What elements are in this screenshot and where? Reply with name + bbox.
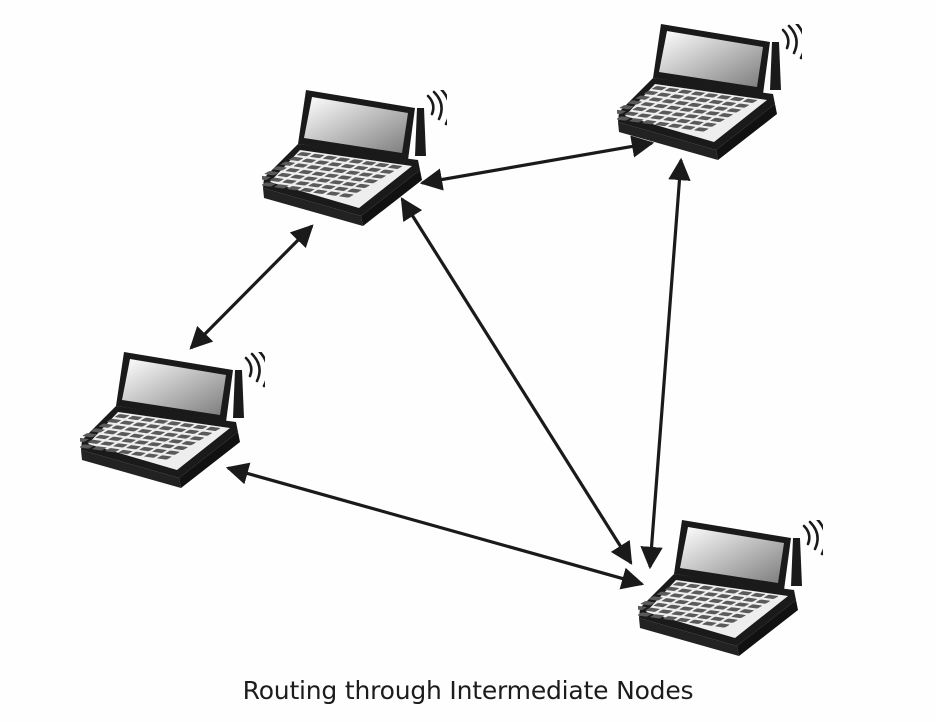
- links: [189, 135, 691, 590]
- diagram-caption: Routing through Intermediate Nodes: [242, 676, 694, 705]
- node-top-right: [617, 24, 802, 162]
- node-left: [80, 352, 265, 490]
- link-top-right-to-bottom-right: [640, 157, 691, 570]
- link-top-left-to-left: [189, 224, 314, 350]
- link-top-left-to-bottom-right: [400, 197, 633, 565]
- node-bottom-right: [638, 520, 823, 658]
- link-top-left-to-top-right: [419, 135, 655, 191]
- link-left-to-bottom-right: [225, 462, 645, 590]
- node-top-left: [262, 90, 447, 228]
